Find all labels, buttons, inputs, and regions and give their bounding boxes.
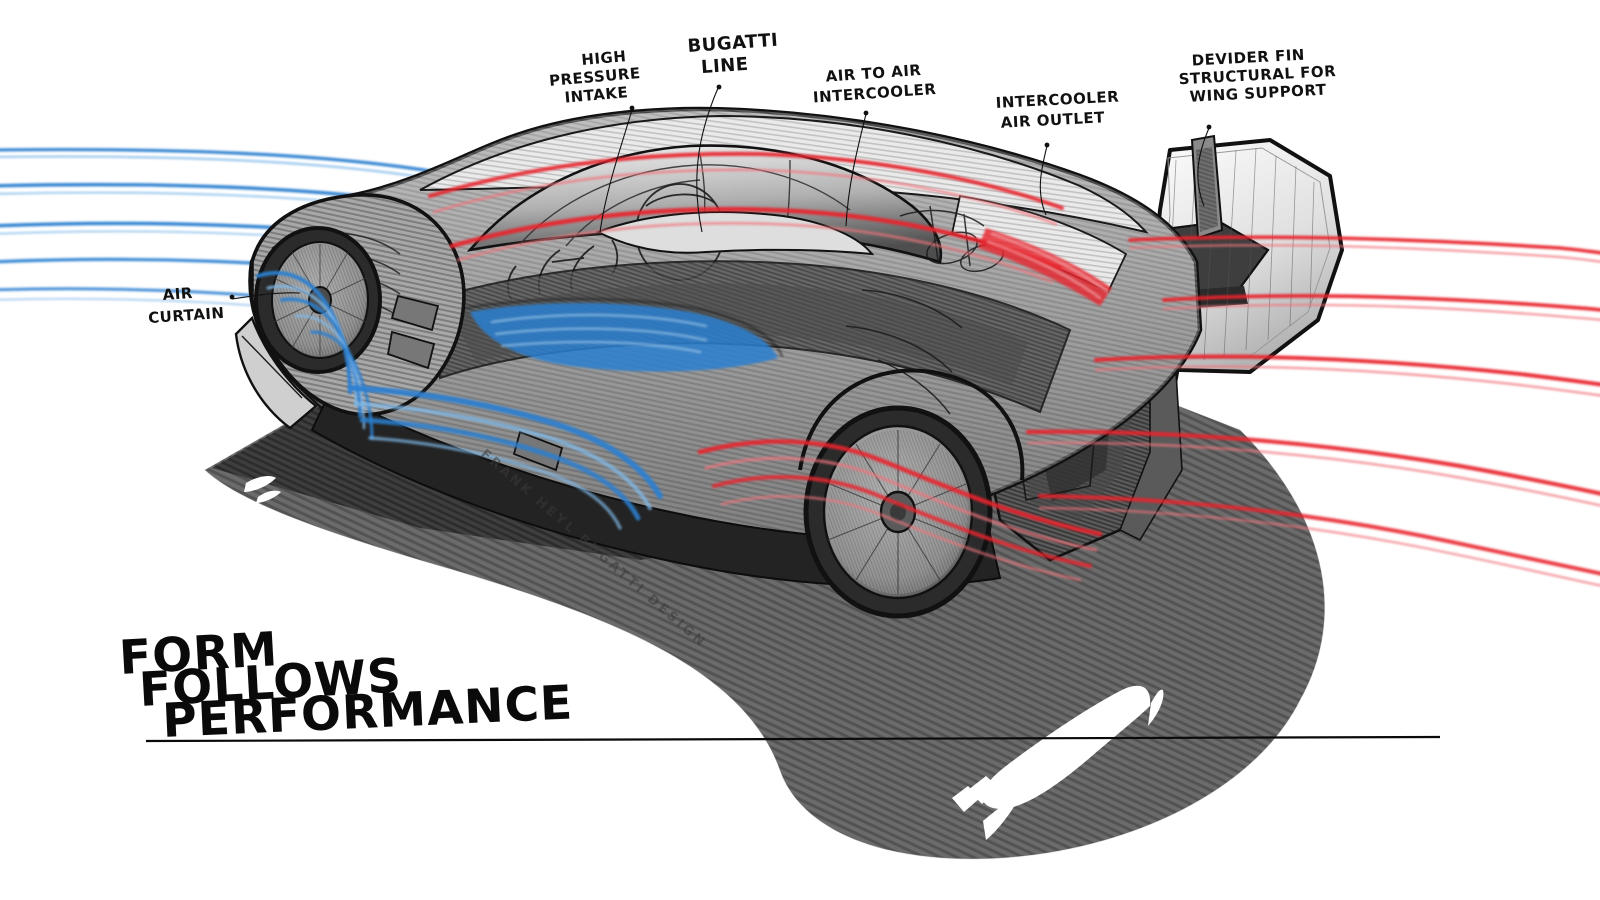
annotation-devider-fin: DEVIDER FIN STRUCTURAL FOR WING SUPPORT (1178, 46, 1336, 106)
leader-intercooler-air-outlet (1039, 145, 1048, 216)
annotation-air-curtain-line-0: AIR (162, 284, 193, 304)
title-underline (145, 735, 1441, 743)
leader-bugatti-line (696, 87, 719, 233)
leader-high-pressure-intake (599, 109, 633, 233)
annotation-high-pressure-intake-line-0: HIGH (581, 47, 627, 69)
leader-dot-bugatti-line (716, 84, 722, 90)
annotation-high-pressure-intake-line-2: INTAKE (564, 83, 629, 106)
annotation-intercooler-air-outlet-line-1: AIR OUTLET (1000, 108, 1105, 131)
annotation-bugatti-line-line-0: BUGATTI (687, 30, 779, 57)
annotation-intercooler-air-outlet: INTERCOOLER AIR OUTLET (995, 88, 1119, 132)
airflow-red-rear-burst (697, 439, 1103, 582)
shadow-highlights (244, 475, 1164, 840)
leader-devider-fin (1197, 127, 1210, 207)
airflow-red-exit (1025, 235, 1600, 587)
title-line-0: FORM (118, 622, 280, 686)
annotation-leaders (229, 84, 1212, 300)
leader-dot-air-to-air-intercooler (863, 110, 869, 116)
annotation-air-curtain-line-1: CURTAIN (148, 304, 225, 327)
leader-air-to-air-intercooler (845, 113, 867, 227)
airflow-red-on-body (428, 151, 1112, 306)
leader-air-curtain (231, 292, 301, 300)
annotation-bugatti-line-line-1: LINE (700, 54, 749, 78)
leader-dot-high-pressure-intake (629, 105, 635, 111)
annotation-air-curtain: AIR CURTAIN (148, 284, 225, 327)
annotation-devider-fin-line-0: DEVIDER FIN (1191, 46, 1305, 70)
leader-dot-intercooler-air-outlet (1044, 142, 1050, 148)
annotation-high-pressure-intake: HIGH PRESSURE INTAKE (548, 47, 641, 106)
car-sketch (234, 106, 1344, 619)
title-block: FORM FOLLOWS PERFORMANCE (118, 622, 1441, 749)
annotation-air-to-air-intercooler: AIR TO AIR INTERCOOLER (812, 61, 936, 107)
leader-dot-devider-fin (1206, 124, 1212, 130)
annotation-bugatti-line: BUGATTI LINE (687, 30, 779, 78)
leader-dot-air-curtain (229, 294, 235, 300)
airflow-blue-flank (349, 298, 783, 530)
